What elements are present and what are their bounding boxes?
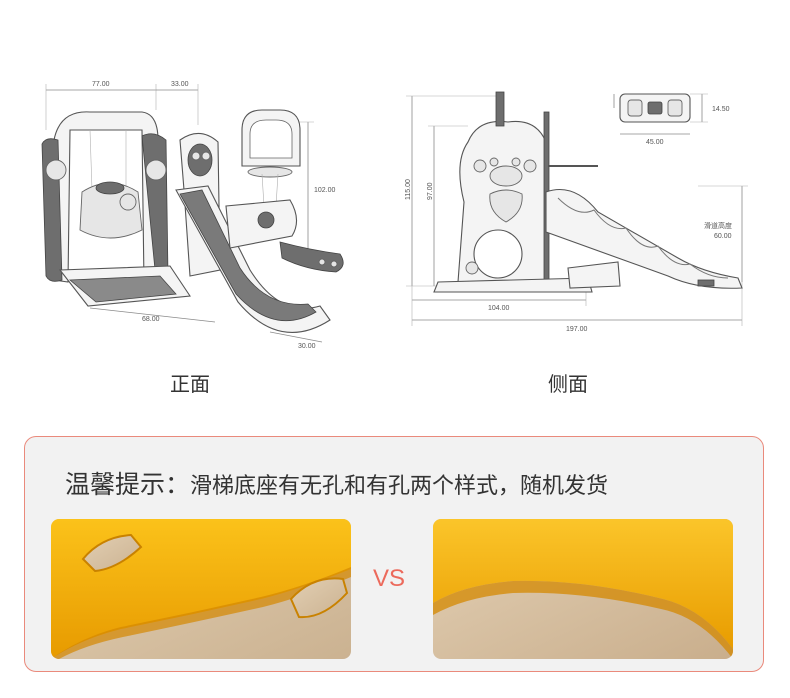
side-view-caption: 侧面 <box>548 372 588 396</box>
dim-slide-end: 30.00 <box>298 343 316 350</box>
dim-base-length: 104.00 <box>488 305 510 312</box>
slide-height-label: 滑道高度 <box>704 221 732 230</box>
tip-text: 温馨提示：滑梯底座有无孔和有孔两个样式，随机发货 <box>65 465 608 501</box>
vs-label: VS <box>373 565 406 592</box>
dim-top-offset: 33.00 <box>171 81 189 88</box>
base-without-holes-photo <box>433 519 733 659</box>
dim-slide-height: 60.00 <box>714 233 732 240</box>
dim-height: 102.00 <box>314 187 336 194</box>
dim-total-length: 197.00 <box>566 326 588 333</box>
dim-panel-width: 45.00 <box>646 139 664 146</box>
side-view-diagram: 115.00 97.00 104.00 197.00 滑道高度 60.00 45… <box>398 82 768 342</box>
front-view-diagram: 77.00 33.00 102.00 68.00 30.00 <box>30 70 360 360</box>
dim-depth: 68.00 <box>142 316 160 323</box>
dim-panel-height: 14.50 <box>712 106 730 113</box>
dim-total-height: 115.00 <box>405 179 412 200</box>
dim-top-width: 77.00 <box>92 81 110 88</box>
dim-body-height: 97.00 <box>427 182 434 200</box>
front-view-caption: 正面 <box>170 372 210 396</box>
tip-box: 温馨提示：滑梯底座有无孔和有孔两个样式，随机发货 VS <box>24 436 764 672</box>
base-with-holes-photo <box>51 519 351 659</box>
tip-message: 滑梯底座有无孔和有孔两个样式，随机发货 <box>190 474 609 499</box>
tip-label: 温馨提示： <box>65 470 191 499</box>
